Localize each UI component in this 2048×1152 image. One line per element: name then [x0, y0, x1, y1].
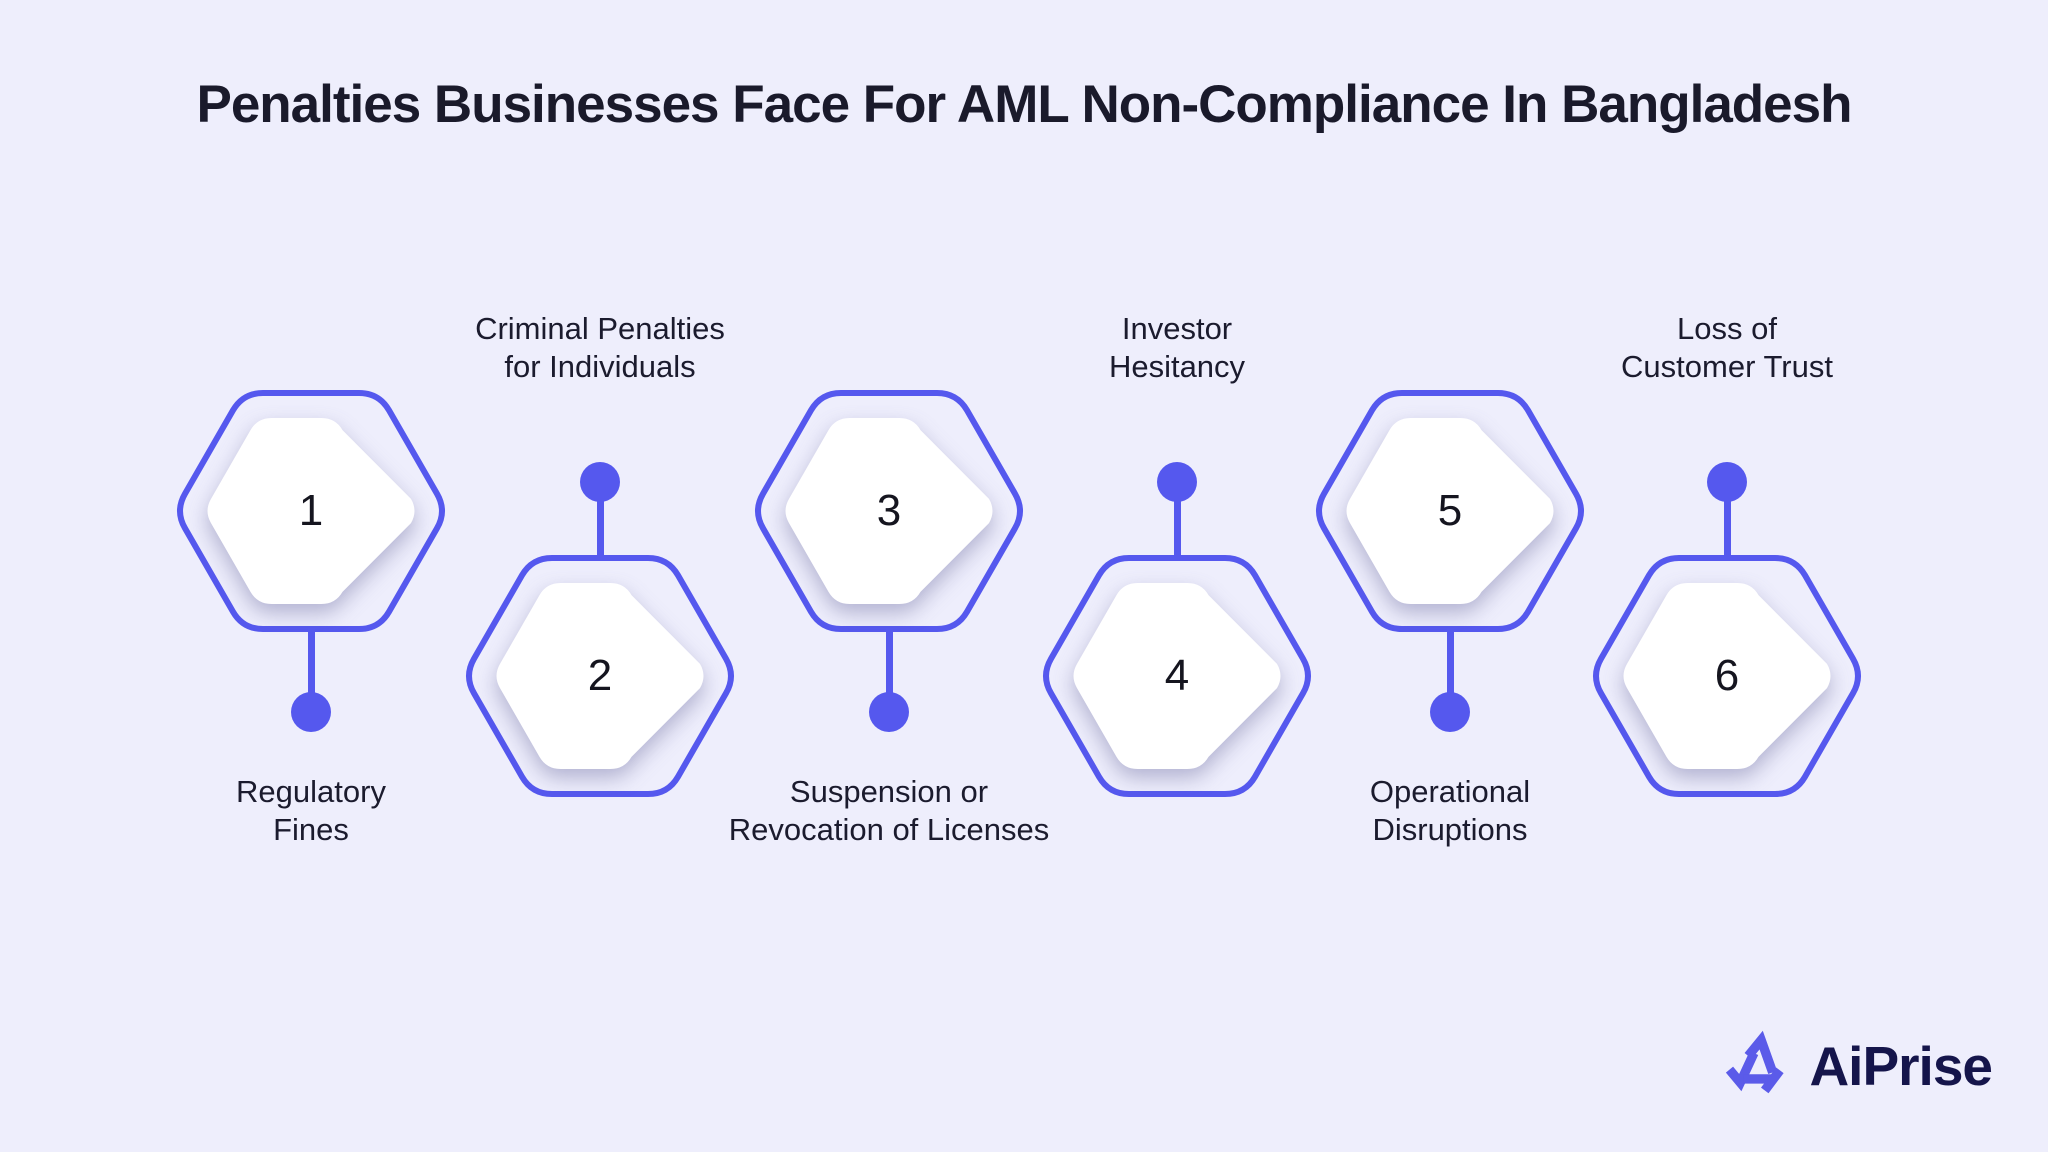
connector-dot — [1157, 462, 1197, 502]
penalty-label: Operational Disruptions — [1240, 773, 1660, 848]
brand-name: AiPrise — [1809, 1035, 1993, 1097]
penalty-label-line2: Disruptions — [1372, 811, 1528, 847]
hexagon-icon — [1593, 555, 1861, 797]
penalty-label: Loss of Customer Trust — [1517, 310, 1937, 385]
penalty-label-line1: Loss of — [1677, 311, 1777, 346]
penalty-label-line2: for Individuals — [504, 348, 696, 384]
penalty-label-line2: Fines — [273, 811, 349, 847]
penalty-label-line1: Regulatory — [236, 774, 386, 809]
connector-stem — [1447, 628, 1454, 696]
brand-logo: AiPrise — [1723, 1028, 1993, 1104]
penalty-label-line1: Investor — [1121, 311, 1233, 346]
penalty-item-6: Loss of Customer Trust 6 — [1585, 0, 1869, 1152]
penalty-label: Investor Hesitancy — [967, 310, 1387, 385]
aiprise-logo-icon — [1726, 1030, 1785, 1094]
connector-stem — [1724, 498, 1731, 560]
penalty-item-3: 3 Suspension or Revocation of Licenses — [729, 0, 1049, 1152]
page-title: Penalties Businesses Face For AML Non-Co… — [196, 75, 1852, 134]
step-number: 2 — [587, 651, 613, 700]
step-number: 1 — [298, 486, 324, 535]
penalty-label-line2: Revocation of Licenses — [728, 811, 1050, 847]
penalty-item-1: 1 Regulatory Fines — [169, 0, 453, 1152]
penalty-label: Criminal Penalties for Individuals — [390, 310, 810, 385]
penalty-label-line1: Operational — [1369, 774, 1531, 809]
step-number: 5 — [1437, 486, 1463, 535]
connector-dot — [1707, 462, 1747, 502]
penalty-label-line2: Hesitancy — [1108, 348, 1246, 384]
connector-stem — [597, 498, 604, 560]
step-number: 6 — [1714, 651, 1740, 700]
penalty-label: Regulatory Fines — [101, 773, 521, 848]
penalty-item-2: Criminal Penalties for Individuals 2 — [458, 0, 742, 1152]
penalty-label-line1: Criminal Penalties — [475, 311, 725, 346]
hexagon-icon — [755, 390, 1023, 632]
penalty-item-4: Investor Hesitancy 4 — [1035, 0, 1319, 1152]
connector-stem — [308, 628, 315, 696]
connector-stem — [886, 628, 893, 696]
penalty-label: Suspension or Revocation of Licenses — [679, 773, 1099, 848]
penalty-label-line1: Suspension or — [789, 774, 989, 809]
connector-dot — [291, 692, 331, 732]
connector-dot — [580, 462, 620, 502]
step-number: 3 — [876, 486, 902, 535]
connector-dot — [1430, 692, 1470, 732]
hexagon-icon — [177, 390, 445, 632]
connector-dot — [869, 692, 909, 732]
step-number: 4 — [1164, 651, 1190, 700]
hexagon-icon — [1316, 390, 1584, 632]
penalty-item-5: 5 Operational Disruptions — [1308, 0, 1592, 1152]
hexagon-icon — [466, 555, 734, 797]
hexagon-icon — [1043, 555, 1311, 797]
penalty-label-line2: Customer Trust — [1621, 348, 1833, 384]
connector-stem — [1174, 498, 1181, 560]
